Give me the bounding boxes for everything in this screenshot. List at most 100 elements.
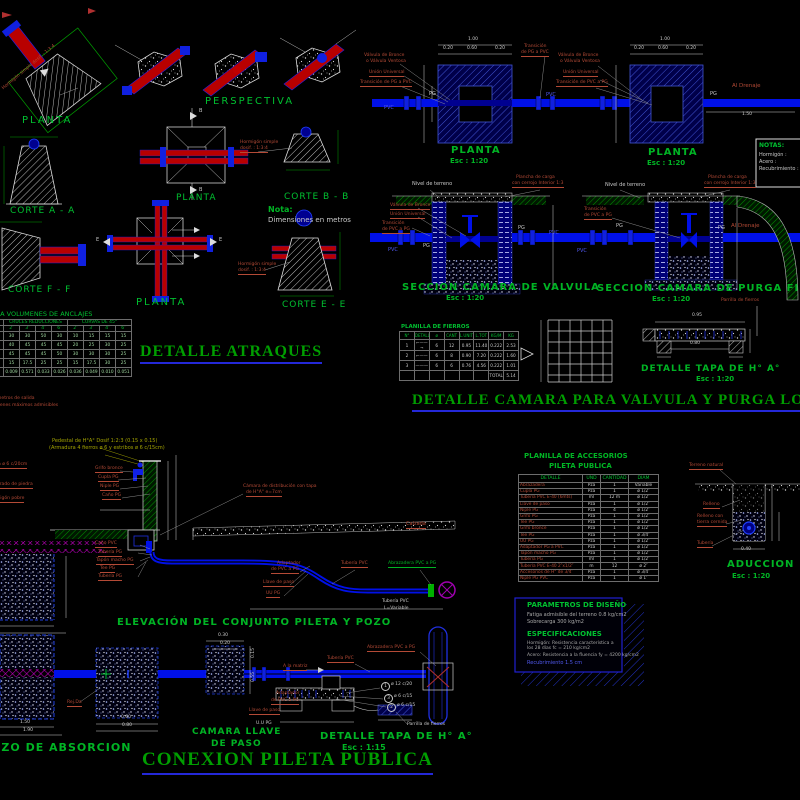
- tuberia-aduccion-label: Tubería: [697, 541, 714, 549]
- perspective-block-2: [202, 49, 267, 97]
- adaptador2-l2: de PVC a PG: [271, 698, 299, 706]
- dim-150-pozo: 1.50: [20, 720, 31, 725]
- trans-s2-l1: Transición: [584, 207, 607, 212]
- perspective-block-1: [114, 44, 190, 95]
- plancha2-l2: con cerrojo Interior 1:3: [704, 181, 756, 189]
- espec-line-3: Recubrimiento 1.5 cm: [527, 660, 583, 666]
- cupla-label: Cupla PG: [98, 475, 119, 483]
- anclajes-note-2: volúmenes máximos admisibles: [0, 403, 59, 408]
- aduccion-title: ADUCCION: [727, 559, 795, 570]
- adaptador-l1: Adaptador: [277, 561, 301, 566]
- planta3-label: PLANTA: [136, 297, 187, 308]
- marker-b-top: B: [199, 108, 203, 114]
- dim-015-det: 0.15: [251, 647, 256, 658]
- corte-bb-label: CORTE B - B: [284, 192, 350, 202]
- param-line-2: Sobrecarga 300 kg/m2: [527, 619, 584, 625]
- abrazadera-label: Abrazadera PVC a PG: [388, 561, 437, 568]
- relleno-label: Relleno: [703, 502, 720, 510]
- losa-label: Losa tendida ø 6 c/20cm: [0, 462, 28, 470]
- slab-cover-detail-1: [642, 306, 758, 358]
- espec-line-2: Acero: Resistencia a la fluencia fy = 42…: [527, 653, 639, 658]
- callout-3-circle: 3: [384, 694, 393, 703]
- valve-box-plan: [54, 647, 206, 732]
- al-drenaje-s2: Al Drenaje: [731, 223, 760, 229]
- especificaciones-title: ESPECIFICACIONES: [527, 630, 602, 638]
- seccion2-title: SECCION CAMARA DE PURGA FINAL: [597, 283, 800, 294]
- tapa2-scale: Esc : 1:15: [342, 743, 386, 752]
- union-s1: Unión Universal: [390, 212, 426, 220]
- valvula1-l1: Válvula de Bronce: [364, 53, 405, 58]
- valvula1-l2: o Válvula Ventosa: [366, 59, 406, 64]
- trans-s2-l2: de PVC a PG: [584, 213, 612, 221]
- notas-title: NOTAS:: [759, 142, 785, 149]
- planta-esc-1: PLANTA: [451, 145, 501, 156]
- callout-2-circle: 2: [387, 703, 396, 712]
- hormigon-ee-l1: Hormigón simple: [238, 262, 277, 267]
- callout-1-circle: 1: [381, 682, 390, 691]
- trans-s1-l2: de PVC a PG: [382, 227, 410, 235]
- accesorios-title-1: PLANILLA DE ACCESORIOS: [524, 452, 628, 460]
- design-parameters-box: [514, 597, 644, 686]
- tuberia-pg1-label: Tubería PG: [98, 550, 123, 558]
- notes-box: [755, 138, 800, 188]
- camara-llave-l1: CAMARA LLAVE: [192, 727, 282, 737]
- notas-line-2: Acero :: [759, 159, 777, 165]
- marker-e-right: E: [219, 237, 223, 243]
- notas-line-3: Recubrimiento :: [759, 166, 799, 172]
- abrazadera2-label: Abrazadera PVC a PG: [367, 645, 416, 653]
- nota-text: Dimensiones en metros: [268, 216, 351, 224]
- nivel-terreno-2: Nivel de terreno: [605, 182, 646, 188]
- rej-label: Rej.Da: [67, 700, 82, 708]
- planta2-label: PLANTA: [176, 193, 217, 203]
- dim-095: 0.95: [692, 313, 703, 318]
- planta-esc-1-scale: Esc : 1:20: [450, 157, 489, 165]
- al-drenaje-label: Al Drenaje: [732, 83, 761, 89]
- pg-label-2: PG: [710, 91, 717, 97]
- param-line-1: Fatiga admisible del terreno 0.8 kg/cm2: [527, 612, 627, 618]
- rebar-grid-plan: [520, 319, 613, 383]
- niple-label: Niple PG: [100, 484, 120, 492]
- absorption-well-plan: [0, 634, 62, 736]
- corte-f-f-drawing: [0, 221, 86, 291]
- plancha2-l1: Plancha de carga: [708, 175, 747, 180]
- pedestal-note-2: (Armadura 4 fierros ø 6 y estribos ø 6 c…: [49, 445, 165, 451]
- dim-020-d: 0.20: [686, 46, 697, 51]
- dim-100-a: 1.00: [468, 37, 479, 42]
- pozo-title: POZO DE ABSORCION: [0, 741, 132, 754]
- pg-label-1: PG: [429, 91, 436, 97]
- calzada-label: Calzada: [406, 521, 426, 529]
- planta-esc-2: PLANTA: [648, 147, 698, 158]
- dim-080-cam: 0.80: [122, 723, 133, 728]
- corte-ee-label: CORTE E - E: [282, 300, 347, 310]
- transicion-top-l2: de PG a PVC: [521, 50, 549, 58]
- cano-pg-label: Caño PG: [102, 493, 122, 501]
- espec-line-1: Hormigón: Resistencia característica a l…: [527, 641, 614, 651]
- parametros-title: PARAMETROS DE DISEÑO: [527, 601, 627, 609]
- perspective-block-3: [279, 29, 357, 91]
- pg-s2-right: PG: [718, 225, 725, 231]
- valve-chamber-section: [370, 189, 595, 295]
- pvc-s2: PVC: [577, 248, 587, 254]
- aduccion-trench-detail: [695, 469, 800, 550]
- tuberia-pg2-label: Tubería PG: [98, 574, 123, 582]
- uu2-label: U.U PG: [256, 721, 272, 726]
- dim-060-a: 0.60: [467, 46, 478, 51]
- corte-ff-label: CORTE F - F: [8, 285, 72, 295]
- trans-s1-l1: Transición: [382, 221, 405, 226]
- corte-aa-label: CORTE A - A: [10, 206, 76, 216]
- callout-2-text: ø 6 c/15: [397, 703, 416, 708]
- curb-stop-plan: [205, 640, 426, 695]
- thrust-block-perspectives: [114, 29, 357, 97]
- tapa1-scale: Esc : 1:20: [696, 375, 735, 383]
- tee-label: Tee PG: [100, 566, 116, 574]
- hormigon-bb-l2: dosif. : 1:3:4: [240, 146, 268, 154]
- transicion-top-l1: Transición: [524, 44, 547, 49]
- hormigon-ee-l2: dosif. : 1:3:4: [238, 268, 266, 276]
- anclajes-table: 90° CRUCES REDUCCIONES CURVAS DE 45° ø2″…: [0, 319, 132, 377]
- hormigon-pobre-label: Hormigón pobre: [0, 496, 25, 504]
- ground-and-absorption-pit: [0, 529, 160, 634]
- union1-label: Unión Universal: [369, 70, 405, 78]
- anclajes-body: 2030305030101515154040454545202530255045…: [0, 331, 132, 377]
- purge-chamber-section: [575, 189, 800, 301]
- valvula2-l2: o Válvula Ventosa: [560, 59, 600, 64]
